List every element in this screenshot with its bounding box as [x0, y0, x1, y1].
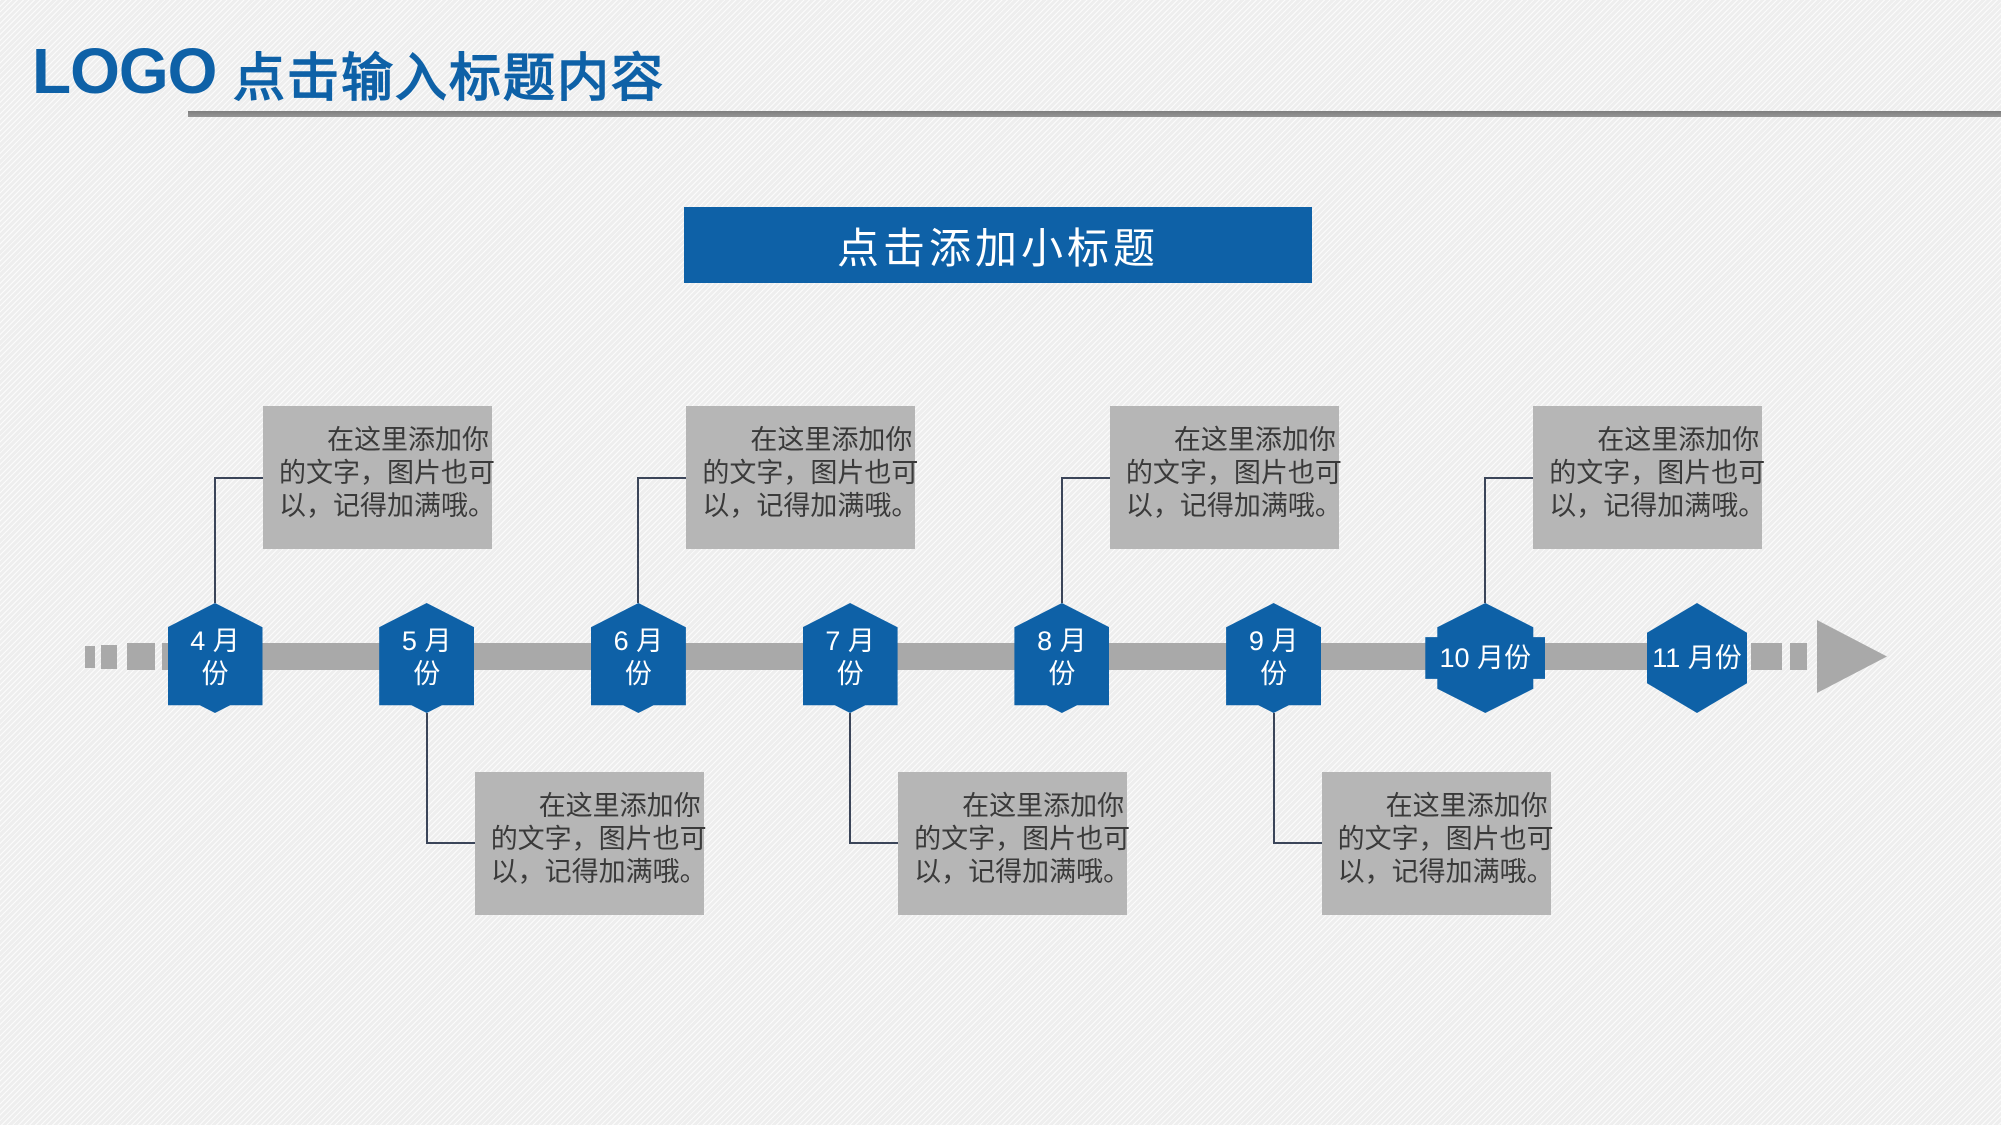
timeline-node-label: 9 月: [1248, 626, 1299, 656]
note-connector-vertical-month-7: [849, 713, 852, 844]
note-text-line: 的文字，图片也可: [1549, 458, 1766, 488]
timeline-node-month-10[interactable]: 10 月份: [1425, 603, 1546, 713]
note-connector-horizontal-month-7: [849, 842, 900, 844]
note-connector-horizontal-month-4: [214, 477, 264, 479]
note-box-month-9[interactable]: 在这里添加你的文字，图片也可以，记得加满哦。: [1321, 772, 1554, 915]
timeline-node-label: 10 月份: [1439, 642, 1532, 673]
note-text-line: 以，记得加满哦。: [490, 857, 707, 887]
timeline-dash-left-3: [127, 643, 155, 670]
note-text-line: 在这里添加你: [1597, 425, 1760, 455]
note-connector-vertical-month-4: [214, 477, 216, 603]
note-text-line: 在这里添加你: [538, 791, 701, 821]
note-connector-horizontal-month-9: [1272, 842, 1323, 844]
timeline-dash-right-1: [1751, 643, 1782, 670]
timeline-node-month-4[interactable]: 4 月份: [167, 603, 263, 713]
timeline-dash-right-2: [1790, 643, 1807, 670]
timeline-node-month-6[interactable]: 6 月份: [590, 603, 686, 713]
note-text-line: 以，记得加满哦。: [1549, 491, 1766, 521]
note-text-line: 的文字，图片也可: [702, 458, 919, 488]
note-text-line: 的文字，图片也可: [914, 824, 1131, 854]
timeline-node-label: 8 月: [1037, 626, 1087, 656]
note-text-line: 的文字，图片也可: [1125, 458, 1342, 488]
timeline-node-month-7[interactable]: 7 月份: [802, 603, 898, 713]
timeline-node-month-9[interactable]: 9 月份: [1226, 603, 1322, 713]
timeline-node-label: 份: [1260, 659, 1288, 689]
note-connector-vertical-month-8: [1060, 477, 1063, 603]
note-text-line: 以，记得加满哦。: [702, 491, 919, 521]
note-box-month-5[interactable]: 在这里添加你的文字，图片也可以，记得加满哦。: [474, 772, 707, 915]
note-box-month-4[interactable]: 在这里添加你的文字，图片也可以，记得加满哦。: [263, 406, 495, 549]
timeline-node-label: 份: [624, 659, 652, 689]
timeline-dash-left-1: [85, 646, 95, 668]
timeline-node-month-8[interactable]: 8 月份: [1014, 603, 1110, 713]
subtitle-banner[interactable]: 点击添加小标题: [684, 207, 1312, 283]
timeline-node-label: 份: [836, 659, 864, 689]
note-box-month-6[interactable]: 在这里添加你的文字，图片也可以，记得加满哦。: [686, 406, 919, 549]
note-text-line: 以，记得加满哦。: [1125, 491, 1342, 521]
title-underline-rule: [188, 111, 2001, 117]
note-text-line: 以，记得加满哦。: [914, 857, 1131, 887]
note-text-line: 的文字，图片也可: [1337, 824, 1554, 854]
note-text-line: 以，记得加满哦。: [1337, 857, 1554, 887]
note-text-line: 在这里添加你: [1385, 791, 1548, 821]
note-connector-horizontal-month-10: [1484, 477, 1535, 479]
page-title[interactable]: 点击输入标题内容: [233, 50, 666, 108]
note-text-line: 在这里添加你: [750, 425, 913, 455]
subtitle-banner-label: 点击添加小标题: [836, 224, 1159, 272]
timeline-node-label: 11 月份: [1652, 642, 1742, 673]
note-connector-horizontal-month-8: [1060, 477, 1111, 479]
timeline-dash-left-2: [101, 645, 117, 669]
timeline-node-month-5[interactable]: 5 月份: [379, 603, 475, 713]
timeline-node-label: 6 月: [613, 626, 664, 656]
note-connector-horizontal-month-5: [425, 842, 476, 844]
timeline-node-label: 份: [201, 659, 229, 689]
note-connector-vertical-month-9: [1272, 713, 1275, 844]
note-connector-vertical-month-6: [637, 477, 640, 603]
note-box-month-7[interactable]: 在这里添加你的文字，图片也可以，记得加满哦。: [898, 772, 1131, 915]
timeline-node-label: 5 月: [401, 626, 452, 656]
logo-text: LOGO: [32, 35, 217, 107]
note-text-line: 在这里添加你: [962, 791, 1125, 821]
timeline-node-label: 份: [1048, 659, 1076, 689]
note-text-line: 以，记得加满哦。: [279, 491, 495, 521]
note-box-month-8[interactable]: 在这里添加你的文字，图片也可以，记得加满哦。: [1109, 406, 1342, 549]
timeline-node-month-11[interactable]: 11 月份: [1647, 603, 1747, 713]
note-text-line: 的文字，图片也可: [279, 458, 495, 488]
note-text-line: 在这里添加你: [327, 425, 489, 455]
note-text-line: 的文字，图片也可: [490, 824, 707, 854]
note-box-month-10[interactable]: 在这里添加你的文字，图片也可以，记得加满哦。: [1533, 406, 1766, 549]
timeline-node-label: 4 月: [190, 626, 240, 656]
note-connector-vertical-month-5: [425, 713, 428, 844]
note-connector-horizontal-month-6: [637, 477, 688, 479]
note-connector-vertical-month-10: [1484, 477, 1487, 603]
note-text-line: 在这里添加你: [1173, 425, 1336, 455]
timeline-node-label: 份: [413, 659, 441, 689]
arrow-right-icon: [1817, 620, 1887, 693]
timeline-node-label: 7 月: [825, 626, 875, 656]
